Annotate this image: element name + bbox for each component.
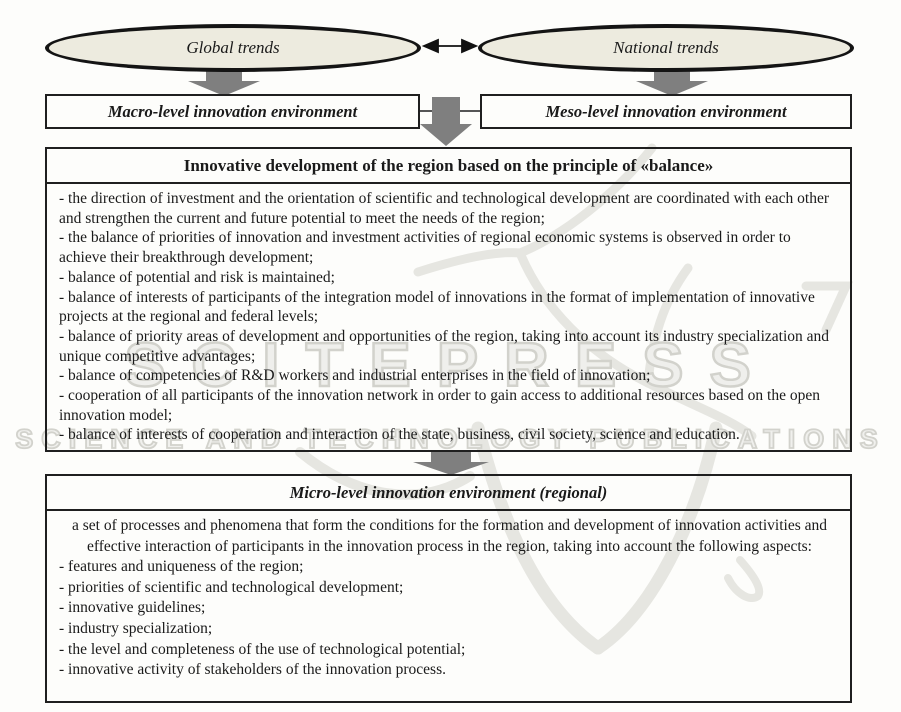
balance-box-title: Innovative development of the region bas… (183, 155, 714, 175)
list-item: - balance of priority areas of developme… (59, 327, 830, 365)
micro-box-header: Micro-level innovation environment (regi… (47, 476, 850, 511)
balance-box-items: - the direction of investment and the or… (47, 184, 850, 445)
down-arrow-to-micro-icon (413, 451, 489, 475)
balance-principle-box: Innovative development of the region bas… (45, 147, 852, 452)
list-item: - innovative activity of stakeholders of… (59, 661, 446, 679)
national-trends-ellipse: National trends (478, 24, 854, 72)
list-item: - balance of competencies of R&D workers… (59, 367, 651, 385)
balance-box-header: Innovative development of the region bas… (47, 149, 850, 184)
list-item: - priorities of scientific and technolog… (59, 578, 404, 596)
micro-box-items: - features and uniqueness of the region;… (59, 557, 840, 681)
macro-level-label: Macro-level innovation environment (107, 101, 358, 121)
global-trends-label: Global trends (186, 38, 280, 57)
list-item: - the level and completeness of the use … (59, 640, 466, 658)
down-arrow-national-icon (636, 68, 708, 96)
list-item: - innovative guidelines; (59, 599, 206, 617)
down-arrow-to-balance-icon (420, 97, 472, 146)
meso-level-label: Meso-level innovation environment (545, 101, 787, 121)
list-item: - cooperation of all participants of the… (59, 387, 820, 424)
bidirectional-arrow-icon (421, 38, 479, 54)
macro-level-box: Macro-level innovation environment (45, 94, 420, 129)
list-item: - industry specialization; (59, 619, 213, 637)
list-item: - balance of interests of cooperation an… (59, 426, 740, 444)
micro-box-intro: a set of processes and phenomena that fo… (72, 517, 827, 555)
micro-box-body: a set of processes and phenomena that fo… (47, 511, 850, 681)
micro-level-box: Micro-level innovation environment (regi… (45, 474, 852, 703)
list-item: - the balance of priorities of innovatio… (59, 229, 791, 267)
list-item: - balance of interests of participants o… (59, 288, 815, 326)
list-item: - the direction of investment and the or… (59, 190, 829, 227)
list-item: - balance of potential and risk is maint… (59, 268, 335, 286)
national-trends-label: National trends (613, 38, 719, 57)
global-trends-ellipse: Global trends (45, 24, 421, 72)
meso-level-box: Meso-level innovation environment (480, 94, 852, 129)
micro-box-title: Micro-level innovation environment (regi… (289, 482, 608, 502)
down-arrow-global-icon (188, 68, 260, 96)
list-item: - features and uniqueness of the region; (59, 558, 304, 576)
